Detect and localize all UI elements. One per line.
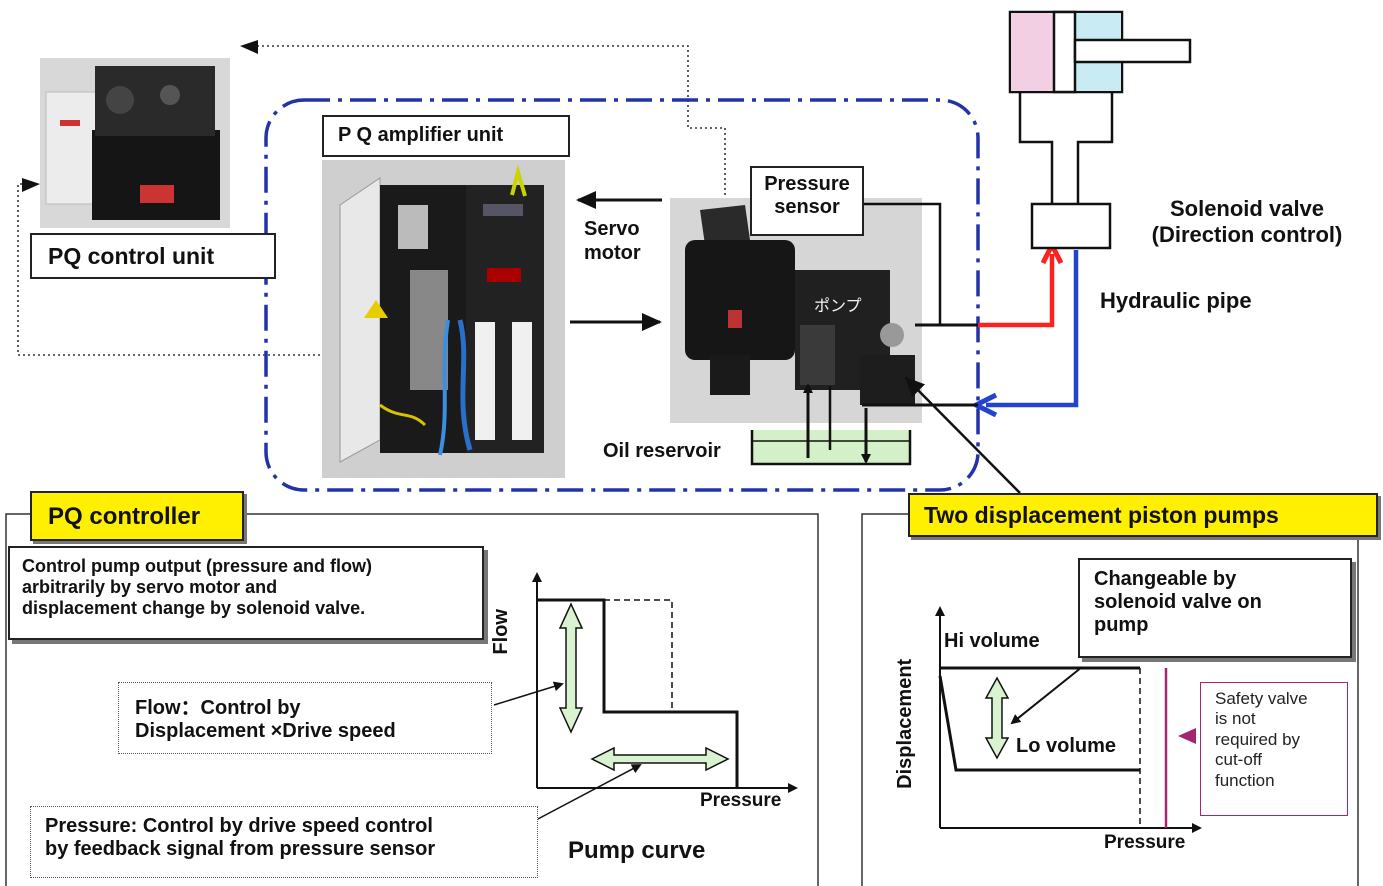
displacement-double-arrow	[984, 676, 1010, 760]
servo-pump-image	[670, 198, 922, 423]
hi-volume-label: Hi volume	[944, 630, 1040, 652]
hydraulic-pipe-label: Hydraulic pipe	[1100, 288, 1252, 313]
changeable-box: Changeable by solenoid valve on pump	[1078, 558, 1352, 658]
signal-line-top	[248, 45, 726, 220]
pressure-sensor-line	[862, 202, 942, 325]
signal-line-left	[17, 183, 420, 356]
displacement-axis-label: Displacement	[894, 658, 917, 789]
pump-leader	[904, 376, 1021, 494]
pressure-axis-label: Pressure	[700, 790, 782, 811]
supply-line	[978, 254, 1052, 328]
pq-controller-title: PQ controller	[30, 491, 244, 541]
pump-curve-line	[537, 598, 739, 788]
pump-curve-chart	[493, 572, 798, 821]
pressure-axis-right-label: Pressure	[1104, 832, 1186, 853]
pq-system-boundary	[264, 98, 980, 492]
pump-japanese-label: ポンプ	[814, 298, 862, 315]
pressure-double-arrow	[590, 746, 730, 772]
pump-curve-title: Pump curve	[568, 837, 706, 864]
pq-amplifier-unit-label: P Q amplifier unit	[322, 115, 570, 157]
flow-axis-label: Flow	[490, 609, 513, 655]
displacement-chart	[935, 606, 1202, 833]
servo-motor-label: Servo motor	[584, 218, 641, 264]
pq-control-unit-image	[40, 58, 230, 228]
safety-valve-box: Safety valve is not required by cut-off …	[1200, 682, 1348, 816]
lo-volume-label: Lo volume	[1016, 735, 1117, 757]
oil-reservoir-label: Oil reservoir	[603, 440, 721, 462]
lo-volume-line	[938, 675, 1140, 772]
two-displacement-title: Two displacement piston pumps	[908, 493, 1378, 537]
flow-double-arrow	[558, 602, 584, 734]
flow-control-box: Flow：Control by Displacement ×Drive spee…	[118, 682, 492, 754]
solenoid-valve-block	[1030, 202, 1112, 250]
pq-control-unit-label: PQ control unit	[30, 233, 276, 279]
control-description-box: Control pump output (pressure and flow) …	[8, 546, 484, 640]
amplifier-unit-image	[322, 160, 565, 478]
pq-controller-panel	[5, 513, 819, 886]
solenoid-valve-label: Solenoid valve (Direction control)	[1151, 196, 1343, 247]
return-line	[986, 250, 1079, 405]
pressure-sensor-label: Pressure sensor	[750, 166, 864, 236]
pressure-control-box: Pressure: Control by drive speed control…	[30, 806, 538, 878]
